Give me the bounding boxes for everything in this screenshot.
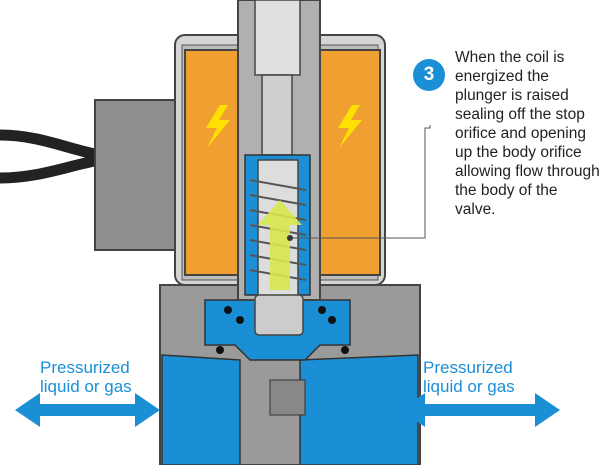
connector-box (94, 99, 181, 251)
callout-description: When the coil is energized the plunger i… (455, 49, 600, 218)
flow-up-arrow (258, 200, 302, 290)
left-port-label: Pressurized liquid or gas (40, 358, 132, 396)
left-flow-arrow (15, 393, 160, 427)
right-port-label: Pressurized liquid or gas (423, 358, 515, 396)
callout-leader-line (290, 125, 431, 239)
step-number-badge: 3 (413, 59, 445, 91)
right-flow-arrow (400, 393, 560, 427)
inlet-port (161, 354, 241, 465)
body-orifice-plug (269, 379, 306, 416)
lightning-icon (338, 105, 362, 148)
lightning-icon (206, 105, 230, 148)
stop-core (261, 74, 293, 156)
coil-right (314, 49, 381, 276)
cable (0, 129, 101, 184)
plunger-seat (254, 294, 304, 336)
tube-top-nut (254, 0, 301, 76)
o-ring-seals (216, 306, 349, 354)
callout-leader-dot (287, 235, 293, 241)
outlet-port (299, 354, 419, 465)
